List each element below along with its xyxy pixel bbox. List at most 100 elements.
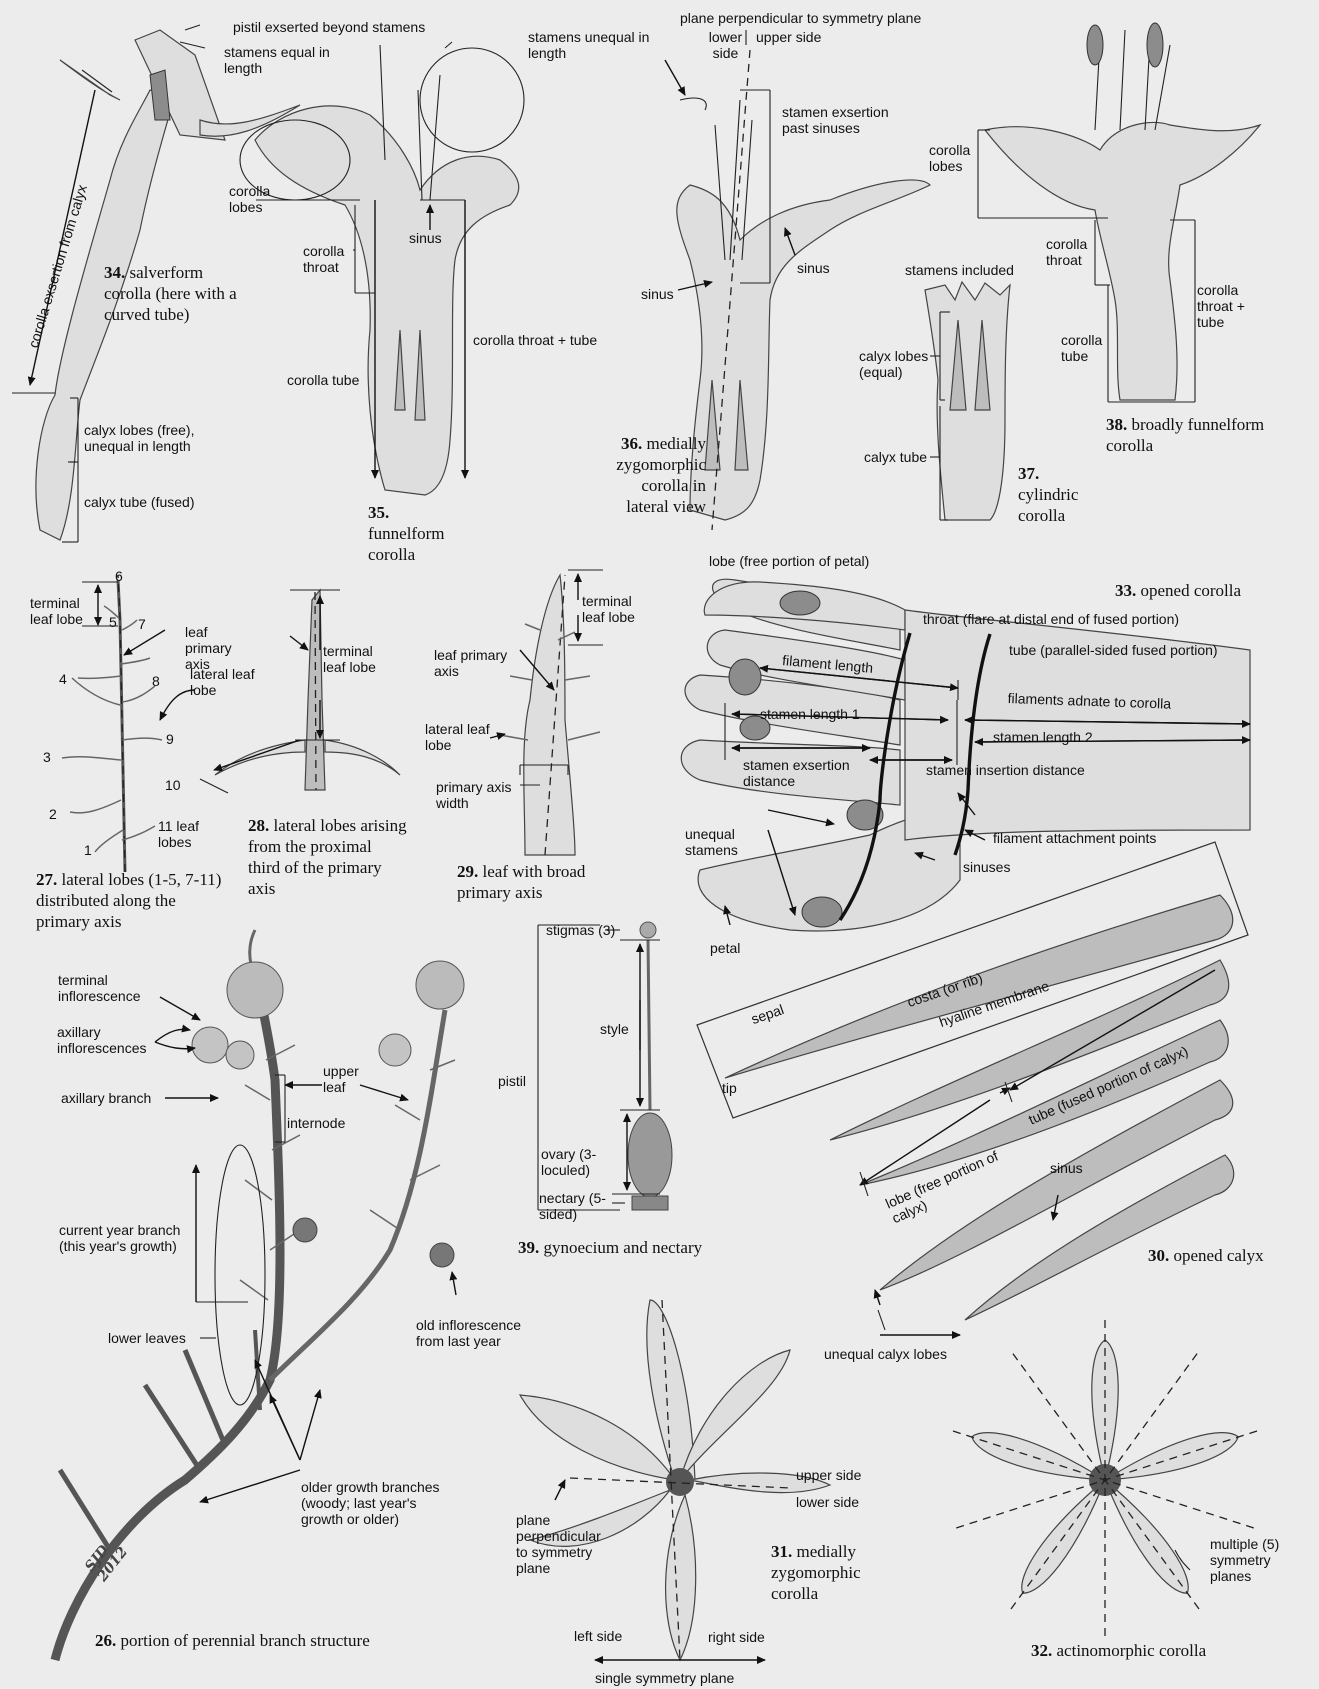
label-stamen-exsertion-36: stamen exsertion past sinuses — [782, 104, 912, 136]
label-stamen-length-1: stamen length 1 — [760, 706, 860, 722]
fig36-number: 36. — [621, 434, 642, 453]
fig33-number: 33. — [1115, 581, 1136, 600]
fig26-caption-text: portion of perennial branch structure — [121, 1631, 370, 1650]
label-leaf-primary-axis-29: leaf primary axis — [434, 647, 514, 679]
fig36-caption: 36. medially zygomorphic corolla in late… — [596, 433, 706, 517]
fig28-number: 28. — [248, 816, 269, 835]
label-internode: internode — [287, 1115, 345, 1131]
fig26-caption: 26. portion of perennial branch structur… — [95, 1630, 425, 1651]
label-stamens-included: stamens included — [905, 262, 1014, 278]
fig30-number: 30. — [1148, 1246, 1169, 1265]
fig33-drawing — [681, 579, 1250, 931]
fig37-number: 37. — [1018, 464, 1039, 483]
label-lower-side-36: lower side — [703, 29, 748, 61]
lobe-number-5: 5 — [109, 614, 117, 630]
label-stigmas: stigmas (3) — [546, 922, 615, 938]
label-tip: tip — [722, 1080, 737, 1096]
label-older-growth-branches: older growth branches (woody; last year'… — [301, 1479, 456, 1527]
label-corolla-throat-tube-38: corolla throat + tube — [1197, 282, 1267, 330]
label-upper-side-31: upper side — [796, 1467, 861, 1483]
label-stamens-equal: stamens equal in length — [224, 44, 339, 76]
label-old-inflorescence: old inflorescence from last year — [416, 1317, 546, 1349]
fig34-number: 34. — [104, 263, 125, 282]
label-throat-flare: throat (flare at distal end of fused por… — [923, 611, 1179, 627]
fig33-caption: 33. opened corolla — [1115, 580, 1285, 601]
fig28-caption: 28. lateral lobes arising from the proxi… — [248, 815, 408, 899]
label-calyx-tube-fused: calyx tube (fused) — [84, 494, 195, 510]
label-upper-side-36: upper side — [756, 29, 821, 45]
label-pistil-39: pistil — [498, 1073, 526, 1089]
fig28-caption-text: lateral lobes arising from the proximal … — [248, 816, 407, 898]
fig38-number: 38. — [1106, 415, 1127, 434]
label-lower-side-31: lower side — [796, 1494, 859, 1510]
label-sinuses: sinuses — [963, 859, 1010, 875]
fig33-caption-text: opened corolla — [1141, 581, 1242, 600]
fig29-caption: 29. leaf with broad primary axis — [457, 861, 617, 903]
fig35-drawing — [240, 42, 524, 495]
label-lateral-leaf-lobe-29: lateral leaf lobe — [425, 721, 490, 753]
label-11-leaf-lobes: 11 leaf lobes — [158, 818, 208, 850]
label-corolla-lobes-38: corolla lobes — [929, 142, 984, 174]
fig27-caption-text: lateral lobes (1-5, 7-11) distributed al… — [36, 870, 221, 931]
fig39-number: 39. — [518, 1238, 539, 1257]
fig39-caption-text: gynoecium and nectary — [544, 1238, 703, 1257]
label-calyx-tube-37: calyx tube — [864, 449, 927, 465]
lobe-number-2: 2 — [49, 806, 57, 822]
label-right-side: right side — [708, 1629, 765, 1645]
label-sinus-left-36: sinus — [641, 286, 674, 302]
label-filament-attachment: filament attachment points — [993, 830, 1156, 846]
label-stamen-length-2: stamen length 2 — [993, 729, 1093, 745]
label-terminal-inflorescence: terminal inflorescence — [58, 972, 158, 1004]
label-stamens-unequal: stamens unequal in length — [528, 29, 668, 61]
label-sinus-30: sinus — [1050, 1160, 1083, 1176]
fig37-caption: 37. cylindric corolla — [1018, 463, 1108, 526]
fig30-caption-text: opened calyx — [1174, 1246, 1264, 1265]
label-terminal-leaf-lobe-28: terminal leaf lobe — [323, 643, 388, 675]
fig32-drawing — [953, 1320, 1257, 1640]
label-style: style — [600, 1021, 629, 1037]
fig38-caption-text: broadly funnelform corolla — [1106, 415, 1264, 455]
lobe-number-3: 3 — [43, 749, 51, 765]
fig35-number: 35. — [368, 503, 389, 522]
lobe-number-10: 10 — [165, 777, 181, 793]
label-left-side: left side — [574, 1628, 622, 1644]
fig27-caption: 27. lateral lobes (1-5, 7-11) distribute… — [36, 869, 226, 932]
label-calyx-lobes-free: calyx lobes (free), unequal in length — [84, 422, 219, 454]
fig37-caption-text: cylindric corolla — [1018, 485, 1078, 525]
label-single-symmetry-plane: single symmetry plane — [595, 1670, 734, 1686]
label-corolla-throat-38: corolla throat — [1046, 236, 1101, 268]
label-sinus-35: sinus — [409, 230, 442, 246]
label-axillary-inflorescences: axillary inflorescences — [57, 1024, 167, 1056]
label-unequal-stamens: unequal stamens — [685, 826, 745, 858]
fig39-caption: 39. gynoecium and nectary — [518, 1237, 748, 1258]
label-petal: petal — [710, 940, 740, 956]
label-current-year-branch: current year branch (this year's growth) — [59, 1222, 209, 1254]
fig35-caption-text: funnelform corolla — [368, 524, 444, 564]
fig29-number: 29. — [457, 862, 478, 881]
fig38-caption: 38. broadly funnelform corolla — [1106, 414, 1266, 456]
lobe-number-8: 8 — [152, 673, 160, 689]
fig34-caption: 34. salverform corolla (here with a curv… — [104, 262, 239, 325]
label-corolla-tube-38: corolla tube — [1061, 332, 1116, 364]
label-lateral-leaf-lobe-27: lateral leaf lobe — [190, 666, 255, 698]
label-plane-perpendicular-36: plane perpendicular to symmetry plane — [680, 10, 921, 26]
label-upper-leaf: upper leaf — [323, 1063, 368, 1095]
lobe-number-1: 1 — [84, 842, 92, 858]
label-pistil-exserted: pistil exserted beyond stamens — [233, 19, 425, 35]
label-stamen-insertion-distance: stamen insertion distance — [926, 762, 1085, 778]
label-leaf-primary-axis-27: leaf primary axis — [185, 624, 255, 672]
fig27-number: 27. — [36, 870, 57, 889]
label-terminal-leaf-lobe-27: terminal leaf lobe — [30, 595, 90, 627]
lobe-number-9: 9 — [166, 731, 174, 747]
fig32-number: 32. — [1031, 1641, 1052, 1660]
fig31-drawing — [520, 1300, 830, 1660]
label-axillary-branch: axillary branch — [61, 1090, 151, 1106]
label-multiple-symmetry-planes: multiple (5) symmetry planes — [1210, 1536, 1290, 1584]
label-tube-parallel: tube (parallel-sided fused portion) — [1009, 642, 1218, 658]
fig30-caption: 30. opened calyx — [1148, 1245, 1288, 1266]
label-lower-leaves: lower leaves — [108, 1330, 186, 1346]
lobe-number-6: 6 — [115, 568, 123, 584]
label-unequal-calyx-lobes: unequal calyx lobes — [824, 1346, 947, 1362]
label-nectary: nectary (5-sided) — [539, 1190, 619, 1222]
